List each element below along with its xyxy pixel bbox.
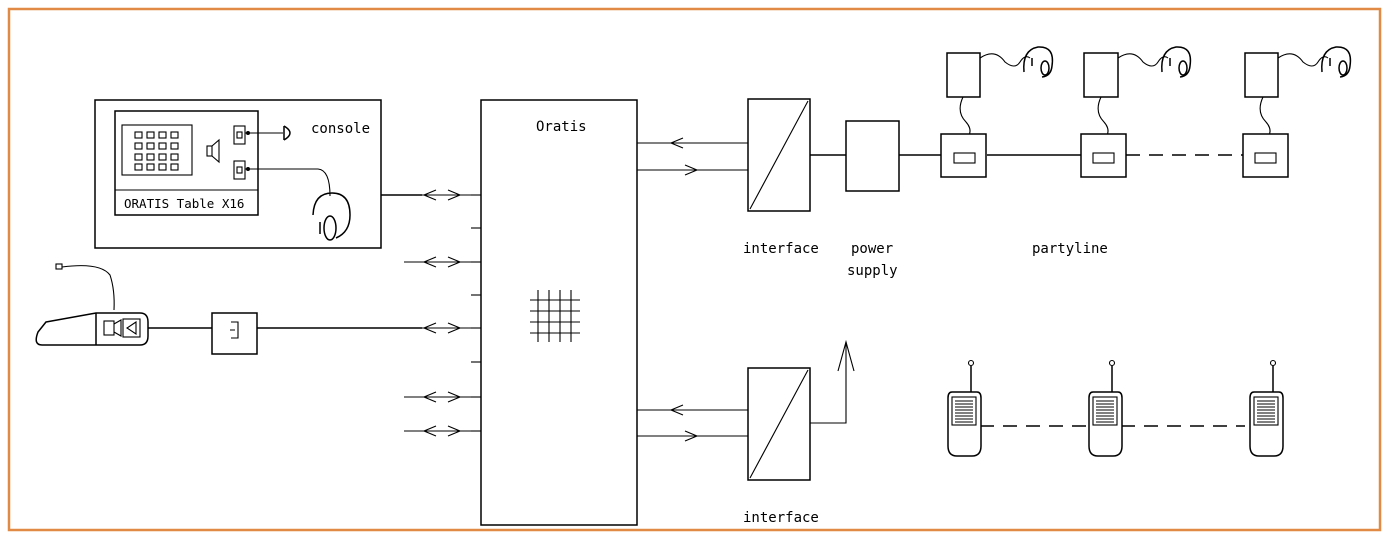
oratis-matrix-unit: Oratis (471, 99, 638, 526)
console-group: console ORATIS Table X16 (94, 99, 422, 249)
power-label-line1: power (851, 241, 893, 257)
antenna-icon (810, 339, 855, 424)
oratis-table-device: ORATIS Table X16 (114, 110, 259, 216)
power-label-line2: supply (847, 263, 898, 279)
walkie-talkie-2 (1088, 359, 1123, 457)
speaker-icon (206, 138, 220, 164)
arrow-handset (422, 322, 471, 334)
handset-speaker-icon (103, 318, 141, 338)
bottom-interface-links (637, 404, 748, 442)
partyline-station-2 (1080, 46, 1192, 178)
arrow-port-2 (404, 256, 471, 268)
interface-top-label: interface (743, 241, 819, 257)
microphone-icon (245, 125, 291, 141)
partyline-station-3 (1242, 46, 1352, 178)
port-ticks (471, 194, 481, 432)
adapter-box (211, 312, 258, 355)
radio-handsets-group (947, 359, 1284, 457)
walkie-talkie-3 (1249, 359, 1284, 457)
handheld-microphone-unit (35, 263, 471, 355)
partyline-group: partyline (940, 46, 1352, 257)
mic-jack (233, 125, 246, 145)
console-headset-icon (245, 167, 351, 241)
power-supply-box (845, 120, 900, 192)
headset-jack (233, 160, 246, 180)
bottom-interface-chain: interface (637, 339, 855, 526)
arrow-port-3 (404, 391, 471, 403)
console-label: console (311, 121, 370, 137)
arrow-console (422, 189, 471, 201)
keypad-icon (134, 131, 179, 171)
bidirectional-arrows (404, 189, 471, 437)
partyline-station-1 (940, 46, 1054, 178)
oratis-label: Oratis (536, 119, 587, 135)
console-device-label: ORATIS Table X16 (124, 196, 244, 211)
matrix-grid-icon (530, 290, 580, 342)
partyline-label: partyline (1032, 241, 1108, 257)
walkie-talkie-1 (947, 359, 982, 457)
top-interface-chain: interface power supply (637, 98, 942, 279)
interface-bottom-label: interface (743, 510, 819, 526)
diagram-frame (7, 7, 1382, 532)
top-interface-links (637, 137, 748, 176)
arrow-port-4 (404, 425, 471, 437)
